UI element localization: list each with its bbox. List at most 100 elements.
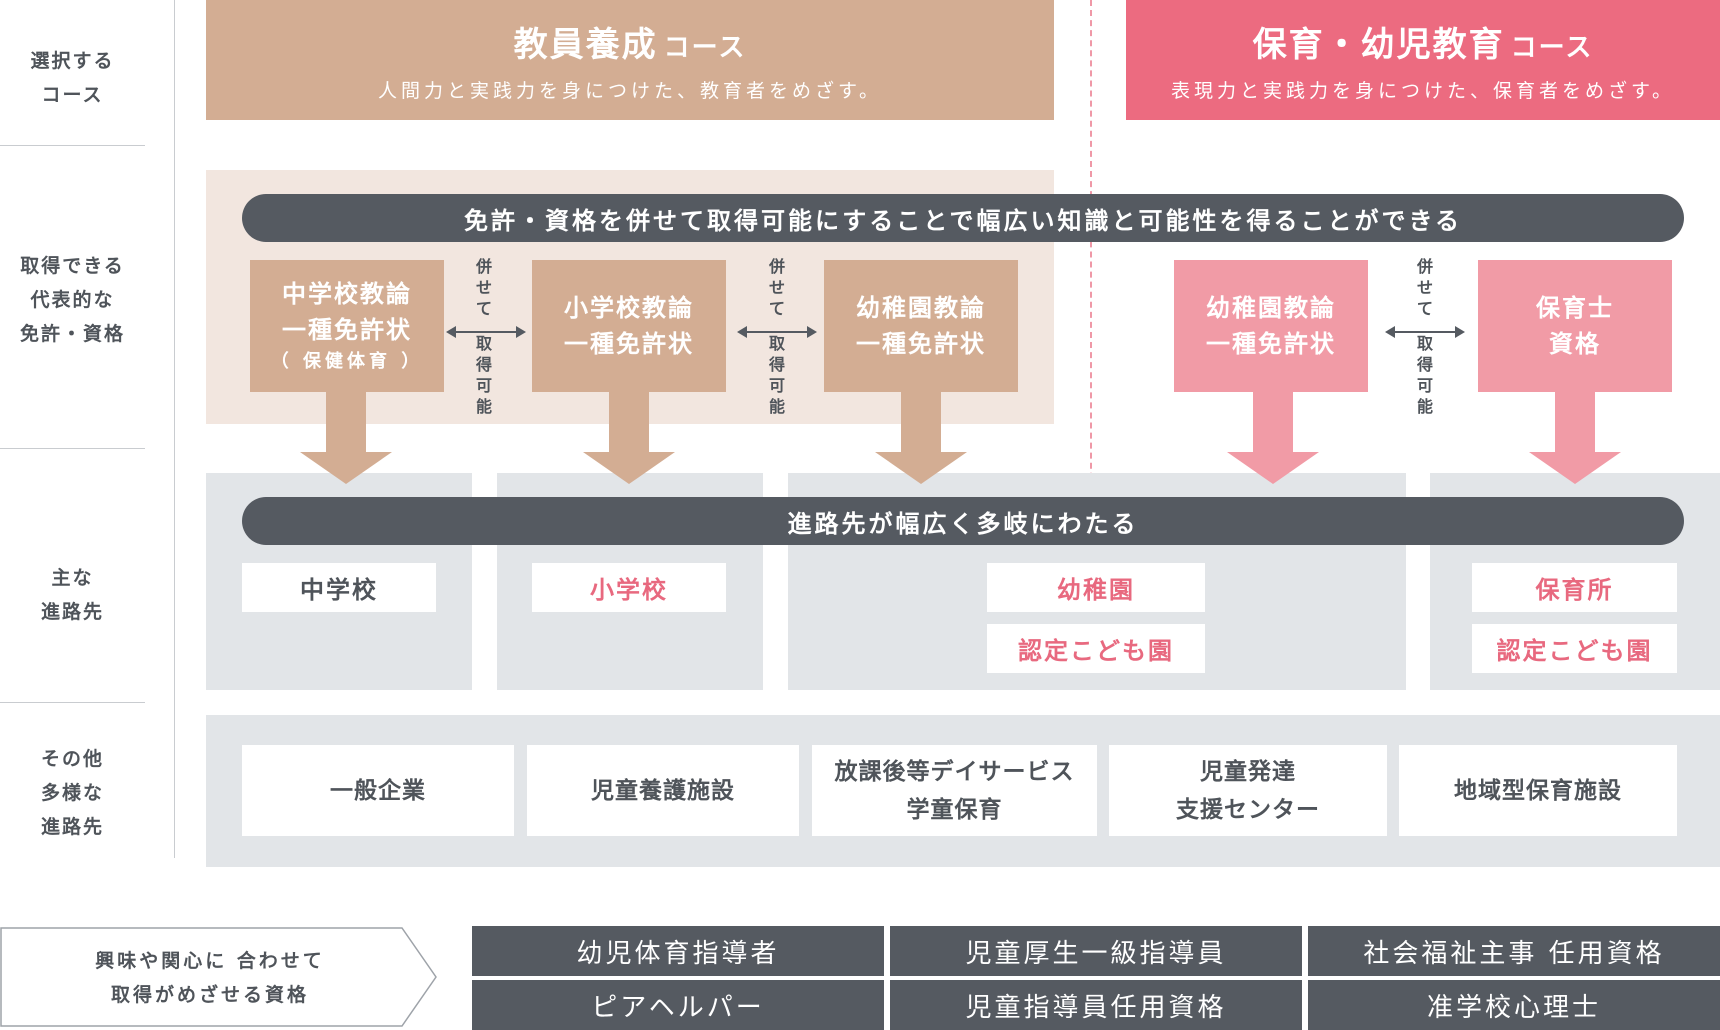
other-career-line: 支援センター [1176, 796, 1320, 823]
career-hoikusho-nintei[interactable]: 認定こども園 [1472, 624, 1677, 673]
course-divider [1090, 0, 1092, 680]
license-jhs-teacher[interactable]: 中学校教論 一種免許状 （ 保健体育 ） [250, 260, 444, 392]
combinable-char: 併 [1416, 257, 1433, 276]
down-arrow-icon [1529, 390, 1621, 484]
row-label-line: 選択する [30, 50, 115, 72]
combinable-char: 併 [768, 257, 785, 276]
career-kinder[interactable]: 幼稚園 [987, 563, 1205, 612]
down-arrow-icon [875, 390, 967, 484]
row-label-course: 選択する コース [0, 28, 145, 128]
qualification-item[interactable]: 児童厚生一級指導員 [890, 926, 1302, 976]
qualification-item[interactable]: 児童指導員任用資格 [890, 980, 1302, 1030]
combinable-char: 能 [768, 397, 785, 416]
combinable-label: 併 せ て 取 得 可 能 [764, 256, 790, 417]
combinable-char: 得 [475, 355, 492, 374]
row-label-line: 進路先 [40, 816, 104, 838]
license-note: （ 保健体育 ） [270, 351, 424, 372]
combinable-char: 能 [1416, 397, 1433, 416]
license-line: 一種免許状 [1206, 330, 1336, 358]
row-label-line: 代表的な [30, 289, 115, 311]
license-line: 資格 [1549, 330, 1601, 358]
row-divider [0, 448, 145, 449]
other-career-item[interactable]: 児童養護施設 [527, 745, 799, 836]
course-teacher-header[interactable]: 教員養成コース 人間力と実践力を身につけた、教育者をめざす。 [206, 0, 1054, 120]
license-line: 幼稚園教論 [1206, 294, 1336, 322]
other-career-line: 地域型保育施設 [1454, 777, 1622, 804]
row-label-licenses: 取得できる 代表的な 免許・資格 [0, 245, 145, 355]
combinable-char: て [475, 299, 492, 318]
down-arrow-icon [583, 390, 675, 484]
license-line: 小学校教論 [564, 294, 694, 322]
row-divider [0, 145, 145, 146]
other-career-line: 児童発達 [1200, 758, 1296, 785]
combinable-char: 取 [768, 334, 785, 353]
course-childcare-header[interactable]: 保育・幼児教育コース 表現力と実践力を身につけた、保育者をめざす。 [1126, 0, 1720, 120]
row-divider [0, 702, 145, 703]
course-title: 保育・幼児教育コース [1252, 25, 1594, 65]
row-label-line: その他 [40, 748, 104, 770]
combinable-char: て [768, 299, 785, 318]
license-line: 一種免許状 [856, 330, 986, 358]
license-elem-teacher[interactable]: 小学校教論 一種免許状 [532, 260, 726, 392]
row-label-line: コース [41, 84, 104, 106]
course-tagline: 表現力と実践力を身につけた、保育者をめざす。 [1170, 80, 1676, 102]
other-career-item[interactable]: 一般企業 [242, 745, 514, 836]
qualification-item[interactable]: 幼児体育指導者 [472, 926, 884, 976]
down-arrow-icon [1227, 390, 1319, 484]
row-label-careers: 主な 進路先 [0, 545, 145, 645]
combinable-char: 可 [1416, 376, 1433, 395]
combinable-char: せ [475, 278, 492, 297]
row-label-line: 主な [51, 567, 94, 589]
qual-label-arrow [0, 927, 437, 1027]
down-arrow-icon [300, 390, 392, 484]
combinable-char: 可 [475, 376, 492, 395]
qualification-item[interactable]: 社会福祉主事 任用資格 [1308, 926, 1720, 976]
qual-label: 興味や関心に 合わせて 取得がめざせる資格 [30, 940, 390, 1016]
combinable-char: て [1416, 299, 1433, 318]
career-elem[interactable]: 小学校 [532, 563, 726, 612]
qualification-item[interactable]: ピアヘルパー [472, 980, 884, 1030]
other-career-line: 一般企業 [330, 777, 426, 804]
label-column-divider [174, 0, 175, 858]
license-hoikushi[interactable]: 保育士 資格 [1478, 260, 1672, 392]
course-title: 教員養成コース [513, 25, 747, 65]
qualification-item[interactable]: 准学校心理士 [1308, 980, 1720, 1030]
license-kinder-childcare[interactable]: 幼稚園教論 一種免許状 [1174, 260, 1368, 392]
double-arrow-icon [737, 326, 817, 338]
qual-label-line: 興味や関心に 合わせて [95, 950, 325, 972]
combinable-label: 併 せ て 取 得 可 能 [1412, 256, 1438, 417]
combinable-char: 能 [475, 397, 492, 416]
combinable-char: せ [768, 278, 785, 297]
combinable-label: 併 せ て 取 得 可 能 [471, 256, 497, 417]
combinable-char: 得 [1416, 355, 1433, 374]
combinable-char: 併 [475, 257, 492, 276]
combinable-char: 取 [475, 334, 492, 353]
license-line: 中学校教論 [282, 280, 412, 308]
row-label-line: 多様な [40, 782, 104, 804]
other-career-item[interactable]: 児童発達 支援センター [1109, 745, 1387, 836]
other-career-line: 放課後等デイサービス [834, 758, 1075, 785]
course-tagline: 人間力と実践力を身につけた、教育者をめざす。 [377, 80, 883, 102]
other-career-item[interactable]: 地域型保育施設 [1399, 745, 1677, 836]
license-line: 一種免許状 [282, 316, 412, 344]
row-label-line: 進路先 [40, 601, 104, 623]
career-hoikusho[interactable]: 保育所 [1472, 563, 1677, 612]
double-arrow-icon [1385, 326, 1465, 338]
double-arrow-icon [446, 326, 526, 338]
other-career-line: 児童養護施設 [591, 777, 735, 804]
other-career-line: 学童保育 [906, 796, 1003, 823]
license-banner: 免許・資格を併せて取得可能にすることで幅広い知識と可能性を得ることができる [242, 194, 1684, 242]
row-label-line: 免許・資格 [19, 323, 125, 345]
career-kinder-nintei[interactable]: 認定こども園 [987, 624, 1205, 673]
row-label-other: その他 多様な 進路先 [0, 738, 145, 848]
license-line: 一種免許状 [564, 330, 694, 358]
license-line: 保育士 [1536, 294, 1614, 322]
career-jhs[interactable]: 中学校 [242, 563, 436, 612]
license-line: 幼稚園教論 [856, 294, 986, 322]
career-banner: 進路先が幅広く多岐にわたる [242, 497, 1684, 545]
license-kinder-teacher[interactable]: 幼稚園教論 一種免許状 [824, 260, 1018, 392]
combinable-char: 可 [768, 376, 785, 395]
combinable-char: せ [1416, 278, 1433, 297]
other-career-item[interactable]: 放課後等デイサービス 学童保育 [812, 745, 1097, 836]
